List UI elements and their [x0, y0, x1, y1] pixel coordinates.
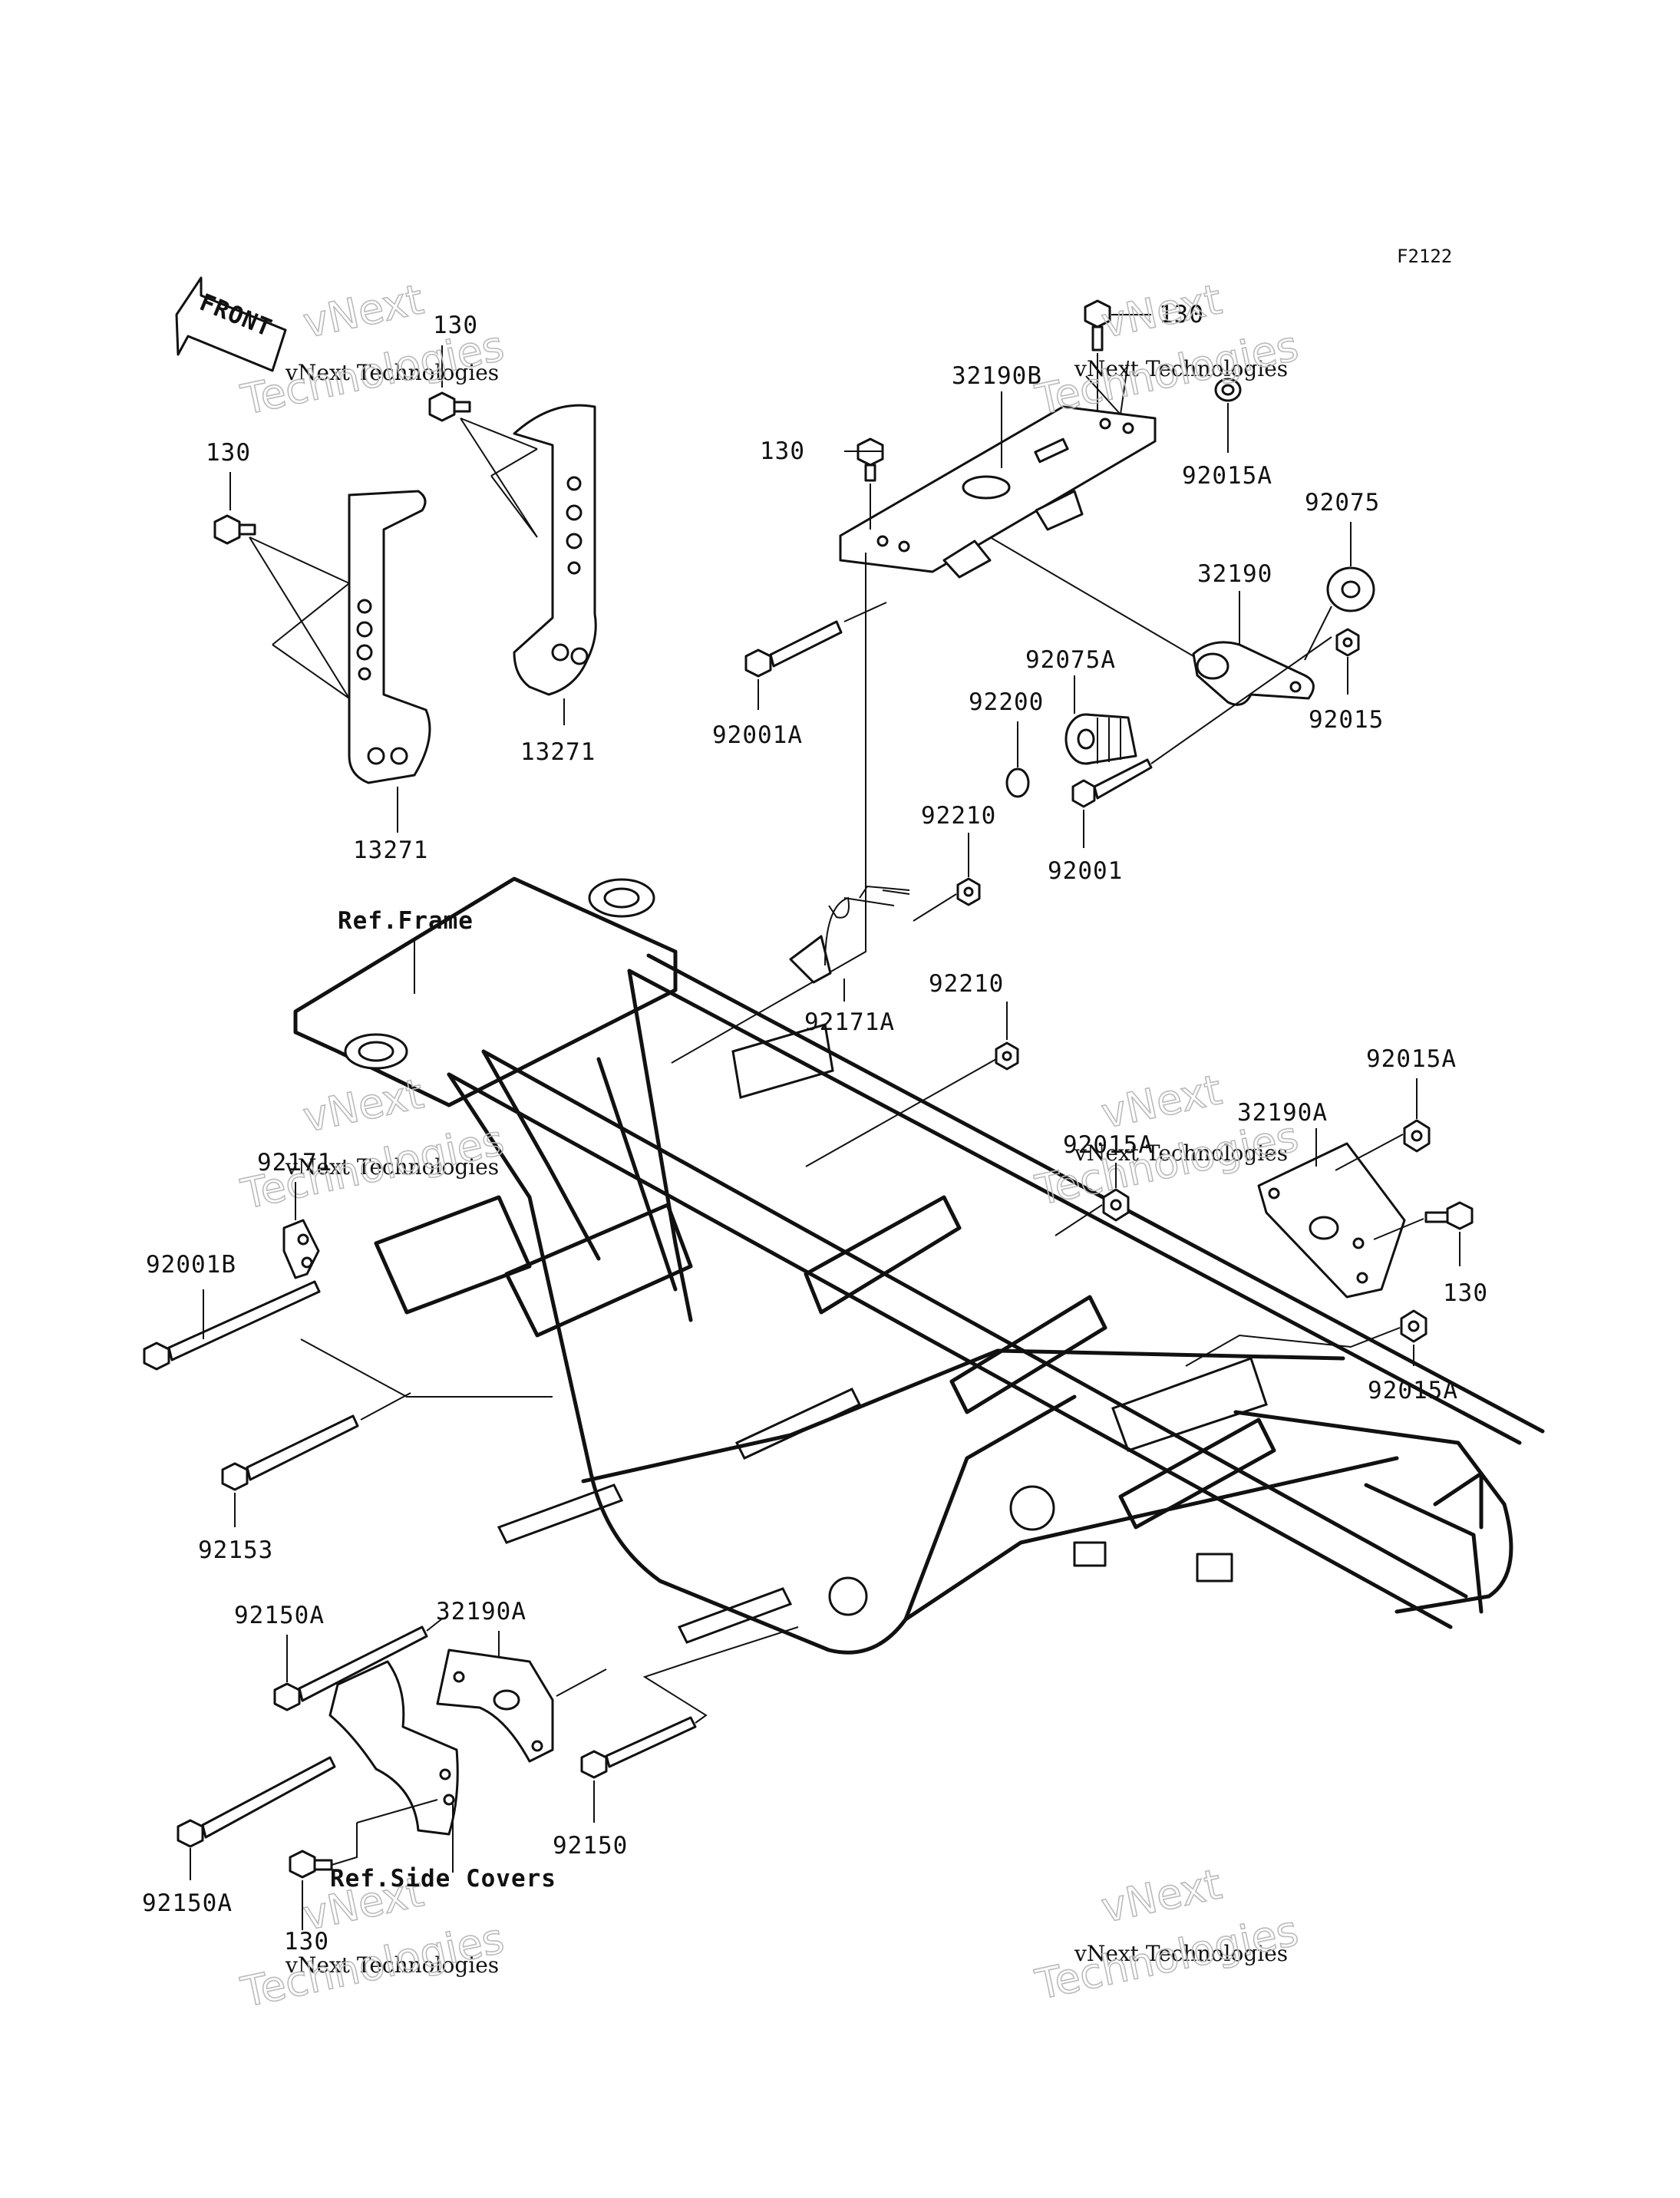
label-92015: 92015 — [1309, 706, 1384, 734]
label-92150A: 92150A — [142, 1889, 233, 1917]
label-130: 130 — [433, 312, 478, 339]
bolt-92001B — [143, 1280, 321, 1371]
label-92210: 92210 — [921, 802, 996, 830]
label-32190A: 32190A — [436, 1598, 526, 1625]
label-92015A: 92015A — [1368, 1377, 1458, 1404]
label-92015A: 92015A — [1366, 1045, 1457, 1073]
label-130: 130 — [760, 437, 805, 465]
label-92171A: 92171A — [804, 1008, 895, 1036]
svg-text:vNext: vNext — [1097, 1860, 1226, 1932]
svg-text:Technologies: Technologies — [237, 1914, 508, 2017]
label-32190A: 32190A — [1237, 1099, 1328, 1127]
bolt-130-icon — [213, 391, 471, 545]
label-92153: 92153 — [198, 1536, 273, 1564]
label-92150A: 92150A — [234, 1602, 325, 1629]
label-92001B: 92001B — [146, 1251, 236, 1279]
label-130: 130 — [1443, 1279, 1488, 1307]
label-92015A: 92015A — [1063, 1131, 1154, 1159]
bracket-32190B — [839, 405, 1157, 579]
label-ref-frame: Ref.Frame — [338, 907, 474, 935]
washer-92075 — [1326, 566, 1375, 612]
svg-text:vNext: vNext — [1097, 1065, 1226, 1137]
label-92001A: 92001A — [712, 721, 803, 749]
svg-text:Technologies: Technologies — [1031, 1906, 1302, 2009]
bolt-92001 — [1071, 758, 1153, 808]
mount-32190 — [1192, 641, 1315, 706]
label-92001: 92001 — [1048, 857, 1123, 885]
label-ref-side-covers: Ref.Side Covers — [330, 1865, 556, 1893]
bolt-130-icon — [289, 1850, 333, 1879]
label-92075A: 92075A — [1025, 646, 1116, 674]
main-frame — [293, 876, 1545, 1655]
label-92200: 92200 — [969, 688, 1044, 716]
bolt-92001A — [744, 620, 843, 678]
clip-92171 — [282, 1219, 320, 1279]
washer-92015A — [1214, 378, 1242, 402]
bolt-92150A — [177, 1625, 428, 1848]
bracket-32190A-lower — [436, 1648, 554, 1763]
nut-92015A — [1102, 1119, 1431, 1343]
washer-92200 — [1005, 767, 1030, 798]
label-32190: 32190 — [1197, 560, 1272, 588]
svg-text:vNext Technologies: vNext Technologies — [1074, 1140, 1288, 1166]
nut-92015 — [1335, 628, 1360, 657]
label-92150: 92150 — [553, 1832, 628, 1860]
front-direction-arrow-icon: FRONT — [175, 276, 287, 372]
side-cover-bracket — [328, 1660, 459, 1836]
label-92075: 92075 — [1305, 489, 1380, 516]
bolt-92153 — [221, 1414, 359, 1491]
svg-text:vNext Technologies: vNext Technologies — [1074, 1941, 1288, 1966]
label-13271: 13271 — [520, 738, 596, 766]
bushing-92075A — [1064, 713, 1137, 765]
bolt-130-icon — [1424, 1201, 1474, 1230]
svg-text:vNext: vNext — [1097, 275, 1226, 347]
svg-text:Technologies: Technologies — [1031, 322, 1302, 424]
label-92210: 92210 — [929, 970, 1004, 998]
bracket-13271-left — [348, 490, 431, 784]
clip-92171A — [789, 885, 910, 984]
label-130: 130 — [206, 439, 251, 467]
bracket-32190A-right — [1257, 1142, 1406, 1299]
label-13271: 13271 — [353, 837, 428, 864]
svg-text:vNext Technologies: vNext Technologies — [1074, 356, 1288, 381]
label-92015A: 92015A — [1182, 462, 1272, 490]
diagram-code: F2122 — [1397, 246, 1452, 267]
label-92171: 92171 — [257, 1149, 332, 1177]
svg-text:vNext Technologies: vNext Technologies — [285, 1154, 499, 1180]
label-130: 130 — [1159, 301, 1204, 328]
svg-text:vNext Technologies: vNext Technologies — [285, 360, 499, 385]
label-32190B: 32190B — [952, 362, 1042, 390]
bracket-13271-right — [513, 404, 597, 696]
svg-text:vNext: vNext — [299, 275, 427, 347]
bolt-92150 — [580, 1716, 697, 1779]
svg-text:vNext Technologies: vNext Technologies — [285, 1952, 499, 1978]
svg-text:vNext: vNext — [299, 1069, 427, 1141]
nut-92210 — [956, 877, 1019, 1071]
label-130: 130 — [284, 1928, 329, 1955]
